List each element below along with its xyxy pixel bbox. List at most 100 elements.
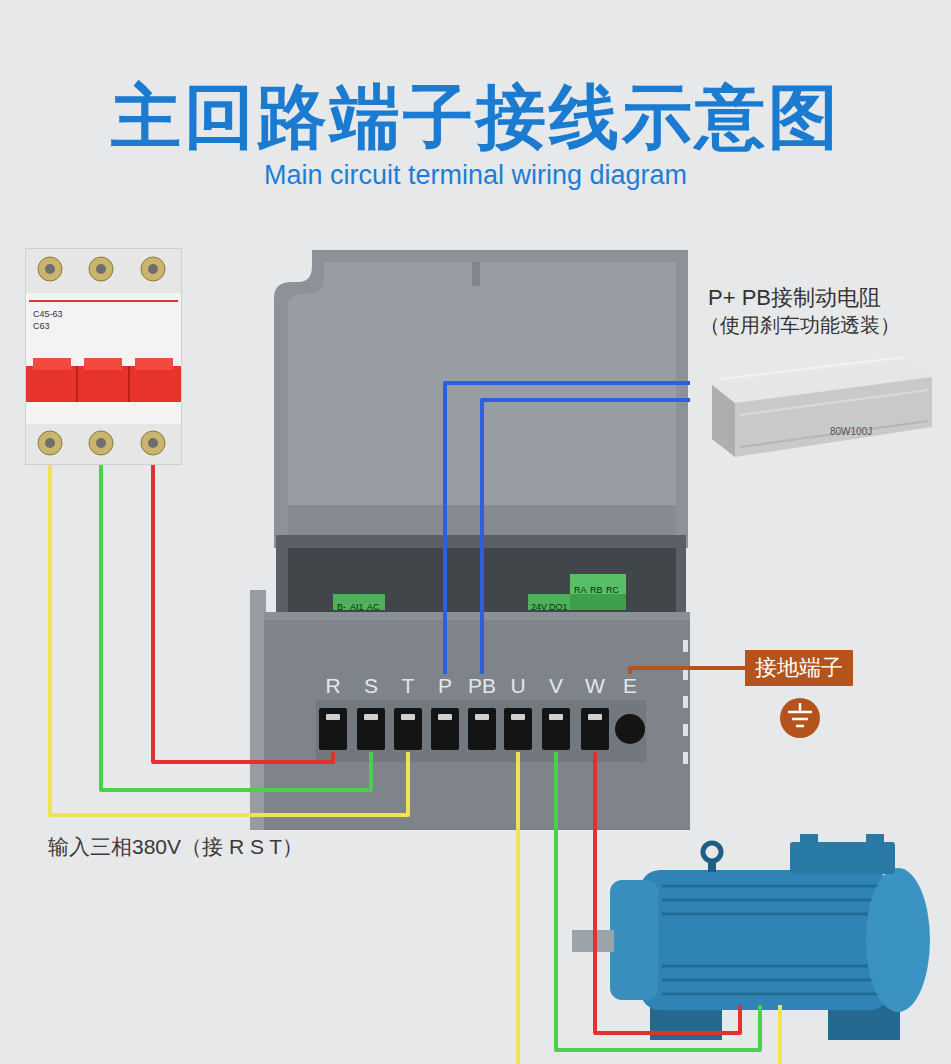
inverter-body-part [683,724,688,736]
resistor-fin [720,357,905,379]
terminal-screw [588,714,602,720]
inverter-body-part [250,590,266,830]
control-terminal-name: RC [606,585,619,596]
ground-symbol-part [792,718,808,721]
motor-part [640,870,890,1010]
tag-text: 接地端子 [755,653,843,683]
breaker-body [26,249,182,465]
control-terminal-name: AC [367,602,380,613]
control-terminal-name: RA [574,585,587,596]
motor-wires [518,752,780,1064]
terminal-letter: S [355,674,387,698]
terminal-letter: T [392,674,424,698]
resistor-drawing [690,355,932,463]
motor-part [703,843,721,861]
resistor-note: P+ PB接制动电阻 [708,284,881,312]
ground-symbol-part [788,711,812,714]
terminal-screw-block [431,708,459,750]
motor-part [662,965,880,968]
terminal-letter: PB [466,674,498,698]
motor-wires-part [556,752,760,1050]
motor-wires-part [778,1005,782,1064]
terminal: R [317,674,349,752]
resistor-end [712,385,735,457]
breaker-drawing [25,248,182,465]
resistor: 80W100J [690,355,932,463]
motor [572,834,930,1040]
terminal: U [502,674,534,752]
terminal-screw [401,714,415,720]
terminal-letter: U [502,674,534,698]
breaker-stripe [29,300,178,302]
breaker-handle [33,358,71,370]
breaker-screw-head [45,438,55,448]
text-slot: 80W100J [830,425,872,438]
breaker-screw [89,431,113,455]
control-terminal-name-box: RA [574,579,587,597]
breaker-screw-head [96,264,106,274]
motor-part [708,860,716,872]
terminal: T [392,674,424,752]
terminal-screw [549,714,563,720]
breaker-screw [141,431,165,455]
breaker-divider [76,366,78,402]
breaker-handle [84,358,122,370]
callout-tag: 接地端子 [745,650,853,686]
breaker-screw-head [45,264,55,274]
breaker-top-band [26,249,181,293]
resistor-rating: 80W100J [830,425,872,438]
ground-symbol-part [780,698,820,738]
control-terminal-strip-part [570,574,626,610]
terminal-letter: P [429,674,461,698]
breaker-rating: C63 [33,320,50,332]
control-terminal-strip-part [570,594,626,610]
breaker-screw-head [96,438,106,448]
control-terminal-name-box: DO1 [549,596,568,614]
breaker-screw [38,257,62,281]
control-terminal-name-box: 24V [531,596,547,614]
breaker: C45-63C63 [25,248,182,465]
control-terminal-name-box: RC [606,579,619,597]
motor-wires-part [595,752,740,1033]
terminal: S [355,674,387,752]
text-slot: C45-63 [33,308,63,320]
control-terminal-name-box: AC [367,596,380,614]
terminal-screw-block [319,708,347,750]
breaker-screw-head [148,264,158,274]
control-terminal-name-box: AI1 [350,596,364,614]
ground-symbol-part [796,725,804,728]
control-terminal-name: DO1 [549,602,568,613]
terminal-screw [364,714,378,720]
motor-part [866,868,930,1012]
breaker-divider [128,366,130,402]
inverter-body-part [683,752,688,764]
terminal-letter: W [579,674,611,698]
wire [482,400,690,674]
subtitle: Main circuit terminal wiring diagram [264,158,687,192]
terminal-screw-block [394,708,422,750]
motor-part [790,842,895,874]
inverter-body-part [264,612,690,830]
motor-part [866,834,884,844]
motor-part [800,834,818,844]
inverter-body-part [683,640,688,652]
motor-part [662,899,880,902]
control-terminal-name-box: B- [337,596,346,614]
motor-part [610,880,658,1000]
resistor-fin [740,390,928,415]
wire [445,383,690,674]
resistor-note: （使用刹车功能透装） [700,313,900,338]
wire [630,668,745,674]
terminal: V [540,674,572,752]
wire [50,465,408,815]
terminal: W [579,674,611,752]
control-terminal-name: AI1 [350,602,364,613]
motor-wires-part [516,752,520,1064]
terminal-screw-block [468,708,496,750]
resistor-front [735,377,932,457]
motor-part [662,885,880,888]
breaker-screw-head [148,438,158,448]
inverter-body [250,590,690,830]
terminal-letter: R [317,674,349,698]
